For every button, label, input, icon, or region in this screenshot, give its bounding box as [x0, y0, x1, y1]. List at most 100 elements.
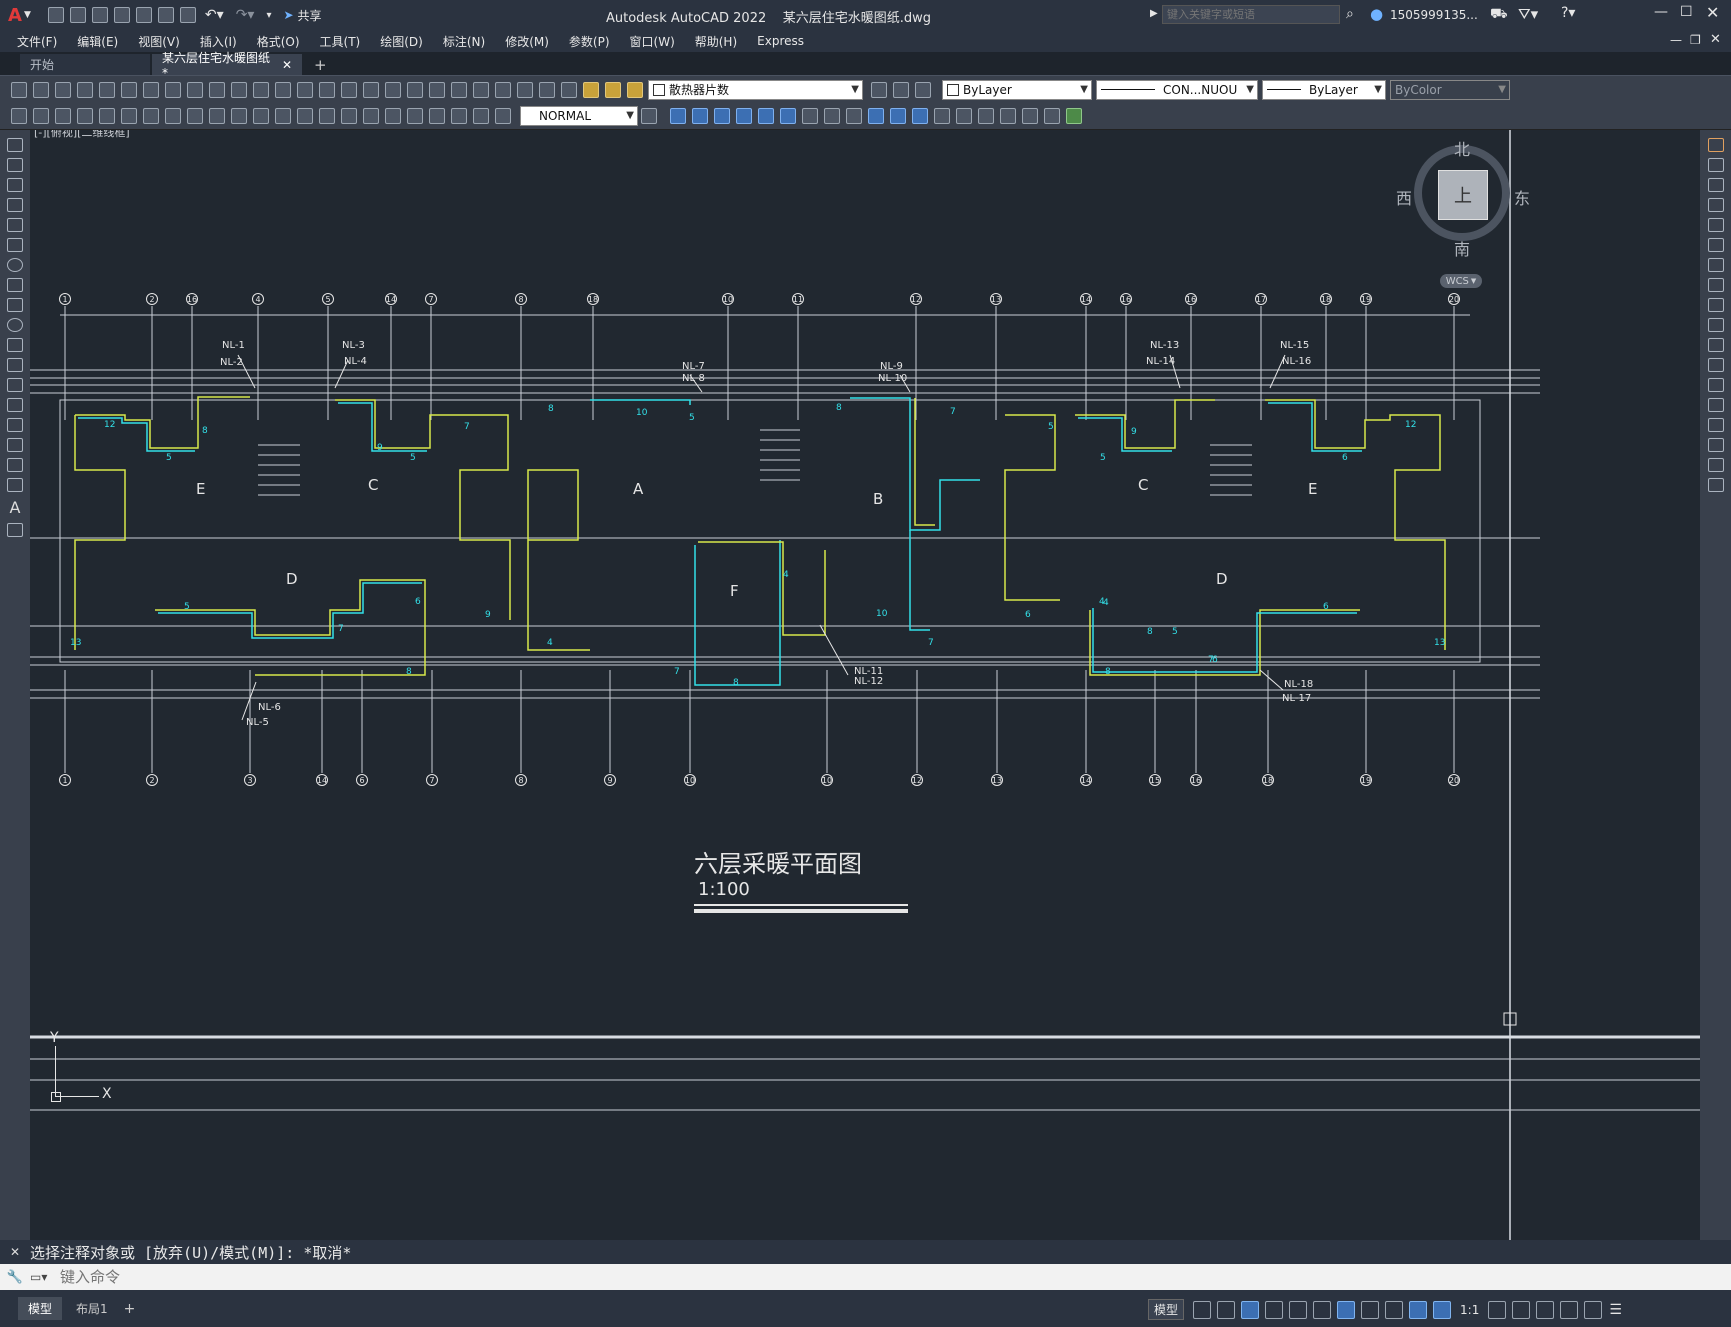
viewcube-south[interactable]: 南: [1454, 240, 1471, 259]
add-layout-button[interactable]: +: [123, 1300, 136, 1317]
otrack-icon[interactable]: [1313, 1300, 1332, 1319]
share-button[interactable]: 共享: [297, 8, 322, 23]
dim-angular-icon[interactable]: [231, 108, 247, 124]
ellipse-tool-icon[interactable]: [7, 318, 23, 332]
make-current-icon[interactable]: [871, 81, 887, 98]
zoom-window-icon[interactable]: [363, 81, 379, 98]
sheet-set-icon[interactable]: [473, 81, 489, 98]
menu-parametric[interactable]: 参数(P): [568, 34, 610, 49]
dim-baseline-icon[interactable]: [275, 108, 291, 124]
extend-tool-icon[interactable]: [1707, 338, 1724, 352]
autoscale-icon[interactable]: [1433, 1300, 1452, 1319]
menu-express[interactable]: Express: [757, 34, 804, 48]
attdef-icon[interactable]: [1044, 108, 1060, 124]
app-menu-dropdown-icon[interactable]: ▼: [24, 10, 31, 20]
viewcube-face[interactable]: 上: [1438, 170, 1488, 220]
tab-drawing[interactable]: 某六层住宅水暖图纸* ✕: [152, 51, 302, 80]
inspect-icon[interactable]: [407, 108, 423, 124]
construction-line-icon[interactable]: [7, 158, 23, 172]
point-tool-icon[interactable]: [7, 398, 23, 412]
dim-linear-icon[interactable]: [77, 108, 93, 124]
lineweight-icon[interactable]: [1361, 1300, 1380, 1319]
save-icon[interactable]: [91, 7, 108, 23]
new-tab-button[interactable]: +: [314, 55, 327, 74]
zoom-realtime-icon[interactable]: [341, 81, 357, 98]
menu-format[interactable]: 格式(O): [256, 34, 300, 49]
viewcube[interactable]: 上 北 南 西 东: [1396, 140, 1530, 259]
polar-icon[interactable]: [1265, 1300, 1284, 1319]
ortho-icon[interactable]: [1241, 1300, 1260, 1319]
layer-properties-icon[interactable]: [561, 81, 577, 98]
region-tool-icon[interactable]: [7, 458, 23, 472]
mirror-tool-icon[interactable]: [1707, 178, 1724, 192]
color-dropdown[interactable]: ByLayer ▼: [942, 79, 1092, 100]
gradient-tool-icon[interactable]: [7, 438, 23, 452]
layer-previous-icon[interactable]: [915, 81, 931, 98]
hatch-tool-icon[interactable]: [7, 418, 23, 432]
drawing-canvas[interactable]: [-][俯视][二维线框]: [30, 130, 1700, 1240]
menu-view[interactable]: 视图(V): [138, 34, 180, 49]
menu-draw[interactable]: 绘图(D): [380, 34, 423, 49]
wcs-menu[interactable]: WCS▼: [1440, 274, 1482, 288]
polyline-tool-icon[interactable]: [7, 178, 23, 192]
open-web-icon[interactable]: [135, 7, 152, 23]
spline-tool-icon[interactable]: [7, 298, 23, 312]
tab-start[interactable]: 开始: [20, 54, 150, 75]
cmd-close-icon[interactable]: ✕: [9, 1245, 21, 1259]
minimize-icon[interactable]: —: [1654, 4, 1668, 20]
cmd-customize-icon[interactable]: 🔧: [6, 1269, 24, 1285]
annotation-visibility-icon[interactable]: [1409, 1300, 1428, 1319]
block-insert-icon[interactable]: [1000, 108, 1016, 124]
saveall-icon[interactable]: [55, 108, 71, 124]
dim-jogged-icon[interactable]: [187, 108, 203, 124]
blend-tool-icon[interactable]: [1707, 458, 1724, 472]
ungroup-icon[interactable]: [890, 108, 906, 124]
undo-icon[interactable]: ↶▾: [204, 7, 224, 23]
group-icon[interactable]: [868, 108, 884, 124]
properties-icon[interactable]: [407, 81, 423, 98]
doc-restore-icon[interactable]: ❐: [1690, 33, 1701, 47]
purge-icon[interactable]: [956, 108, 972, 124]
tb-redo-icon[interactable]: [297, 81, 313, 98]
texttofront-icon[interactable]: [758, 108, 774, 124]
text-style-dropdown[interactable]: NORMAL ▼: [520, 106, 638, 126]
customize-icon[interactable]: ▾: [266, 9, 272, 21]
osnap-icon[interactable]: [1337, 1300, 1356, 1319]
close-icon[interactable]: ✕: [1706, 3, 1720, 22]
block-make-icon[interactable]: [1022, 108, 1038, 124]
chamfer-tool-icon[interactable]: [1707, 418, 1724, 432]
help-icon[interactable]: ?▾: [1561, 5, 1576, 21]
group-edit-icon[interactable]: [912, 108, 928, 124]
copy-icon[interactable]: [187, 81, 203, 98]
cmd-recent-icon[interactable]: ▭▾: [30, 1270, 48, 1284]
saveas-icon[interactable]: [113, 7, 130, 23]
isodraft-icon[interactable]: [1289, 1300, 1308, 1319]
open-file-icon[interactable]: [33, 81, 49, 98]
explode-tool-icon[interactable]: [1707, 478, 1724, 492]
layer-lock-icon[interactable]: [627, 81, 643, 98]
audit-icon[interactable]: [978, 108, 994, 124]
arc-tool-icon[interactable]: [7, 238, 23, 252]
layer-freeze-icon[interactable]: [605, 81, 621, 98]
save-web-icon[interactable]: [157, 7, 174, 23]
linetype-dropdown[interactable]: CON...NUOU ▼: [1096, 79, 1258, 100]
search-expand-icon[interactable]: ▶: [1150, 8, 1158, 19]
add-selected-tool-icon[interactable]: [7, 523, 23, 537]
rectangle-tool-icon[interactable]: [7, 218, 23, 232]
trim-tool-icon[interactable]: [1707, 318, 1724, 332]
layout-tab-model[interactable]: 模型: [18, 1297, 63, 1320]
qsave-icon[interactable]: [33, 108, 49, 124]
preview-icon[interactable]: [99, 81, 115, 98]
grid-icon[interactable]: [1193, 1300, 1212, 1319]
cut-icon[interactable]: [165, 81, 181, 98]
doc-close-icon[interactable]: ✕: [1710, 32, 1721, 47]
tool-palettes-icon[interactable]: [451, 81, 467, 98]
design-center-icon[interactable]: [429, 81, 445, 98]
redo-icon[interactable]: ↷▾: [235, 7, 255, 23]
make-block-tool-icon[interactable]: [7, 378, 23, 392]
qnew-icon[interactable]: [11, 81, 27, 98]
annomonitor-icon[interactable]: [1512, 1300, 1531, 1319]
zoom-previous-icon[interactable]: [385, 81, 401, 98]
fillet-tool-icon[interactable]: [1707, 438, 1724, 452]
offset-tool-icon[interactable]: [1707, 198, 1724, 212]
